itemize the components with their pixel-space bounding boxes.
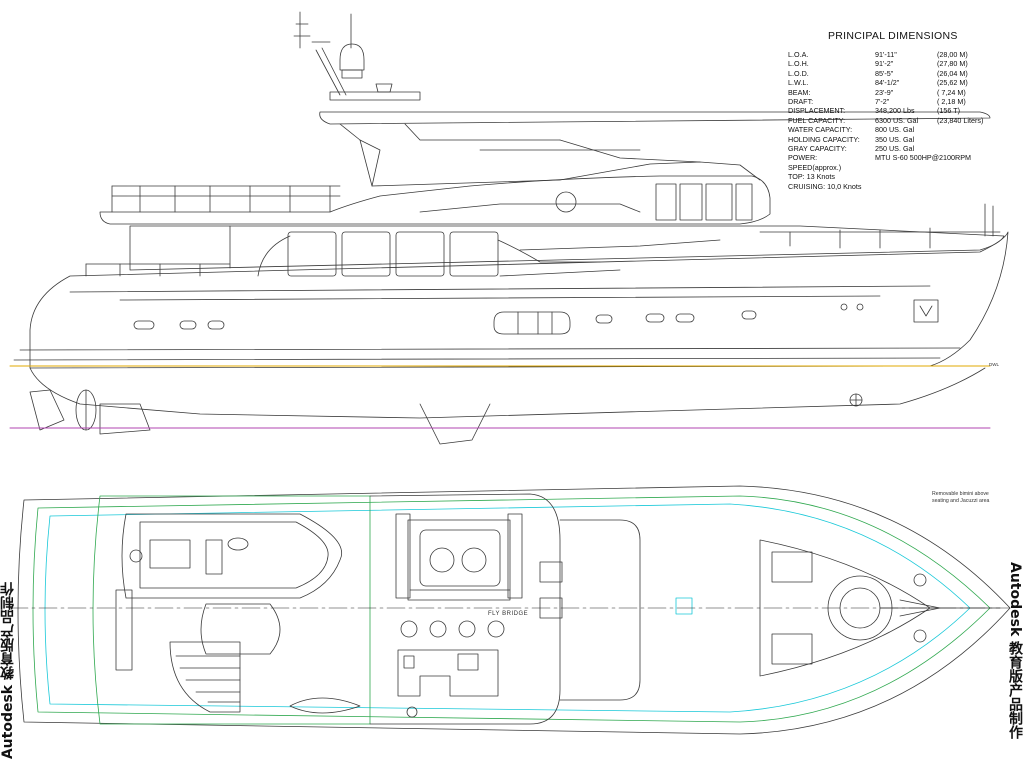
dimensions-table: L.O.A. 91'-11" (28,00 M) L.O.H. 91'-2" (27,80… bbox=[788, 50, 997, 191]
dimension-label: DRAFT: bbox=[788, 97, 814, 107]
plan-view bbox=[17, 485, 1011, 735]
dimension-metric bbox=[937, 135, 997, 144]
dimension-row: L.O.H. 91'-2" (27,80 M) bbox=[788, 59, 997, 68]
dimension-label: DISPLACEMENT: bbox=[788, 106, 846, 116]
dimension-label: HOLDING CAPACITY: bbox=[788, 134, 860, 144]
dimension-label: BEAM: bbox=[788, 87, 811, 97]
dimension-imperial: 348,200 Lbs bbox=[875, 106, 915, 116]
tender bbox=[121, 513, 342, 599]
fly-bridge-label: FLY BRIDGE bbox=[488, 611, 529, 617]
dimension-row: L.W.L. 84'-1/2" (25,62 M) bbox=[788, 78, 997, 87]
dimension-row: GRAY CAPACITY: 250 US. Gal bbox=[788, 144, 997, 153]
dimension-imperial: 250 US. Gal bbox=[875, 144, 915, 154]
profile-view bbox=[13, 11, 1009, 445]
dimension-metric: (23,840 Liters) bbox=[937, 115, 984, 125]
hull bbox=[29, 231, 1009, 369]
dimension-label: POWER: bbox=[788, 153, 818, 163]
dimension-imperial: 350 US. Gal bbox=[875, 134, 915, 144]
window bbox=[449, 231, 499, 277]
dimension-imperial: 23'-9" bbox=[875, 87, 894, 97]
dimension-row: DISPLACEMENT: 348,200 Lbs (156 T) bbox=[788, 106, 997, 115]
watermark-left: Autodesk 教育版产品制作 bbox=[0, 582, 16, 759]
dimension-row: L.O.D. 85'-5" (26,04 M) bbox=[788, 69, 997, 78]
dimension-metric bbox=[937, 153, 997, 162]
hardtop bbox=[319, 111, 991, 125]
dimension-cruising: CRUISING: 10,0 Knots bbox=[788, 181, 862, 191]
dimension-imperial: 84'-1/2" bbox=[875, 78, 900, 88]
dimension-label: L.W.L. bbox=[788, 78, 809, 88]
dimension-label: GRAY CAPACITY: bbox=[788, 144, 847, 154]
dimension-row: L.O.A. 91'-11" (28,00 M) bbox=[788, 50, 997, 59]
watermark-right: Autodesk 教育版产品制作 bbox=[1007, 562, 1023, 740]
dimension-imperial: 7'-2" bbox=[875, 97, 890, 107]
window bbox=[341, 231, 391, 277]
removable-bimini-note: Removable bimini above seating and Jacuz… bbox=[932, 491, 990, 504]
dimensions-title: PRINCIPAL DIMENSIONS bbox=[828, 30, 958, 42]
dimension-row: DRAFT: 7'-2" ( 2,18 M) bbox=[788, 97, 997, 106]
dimension-imperial: 91'-2" bbox=[875, 59, 894, 69]
dimension-metric: (28,00 M) bbox=[937, 50, 968, 59]
dimension-row: POWER: MTU S-60 500HP@2100RPM bbox=[788, 153, 997, 162]
dimension-speed-label: SPEED(approx.) bbox=[788, 162, 842, 172]
dimension-row: WATER CAPACITY: 800 US. Gal bbox=[788, 125, 997, 134]
dimension-metric: ( 7,24 M) bbox=[937, 87, 966, 97]
dimension-metric: (26,04 M) bbox=[937, 68, 968, 78]
dimension-metric bbox=[937, 125, 997, 134]
underwater-hull bbox=[29, 367, 986, 419]
bridge-deck bbox=[99, 175, 771, 225]
dimension-metric: (27,80 M) bbox=[937, 59, 968, 69]
dimension-row: BEAM: 23'-9" ( 7,24 M) bbox=[788, 88, 997, 97]
dimension-metric: ( 2,18 M) bbox=[937, 97, 966, 107]
dimension-imperial: 85'-5" bbox=[875, 68, 894, 78]
dimension-imperial: 800 US. Gal bbox=[875, 125, 915, 135]
portholes bbox=[133, 303, 864, 335]
dimension-row: FUEL CAPACITY: 6300 US. Gal (23,840 Liters… bbox=[788, 116, 997, 125]
propeller bbox=[29, 389, 151, 435]
dimension-metric bbox=[937, 144, 997, 153]
upper-deck-rail bbox=[111, 185, 341, 213]
window bbox=[395, 231, 445, 277]
dimension-label: FUEL CAPACITY: bbox=[788, 115, 846, 125]
radar-mast bbox=[293, 11, 421, 101]
dimension-label: L.O.A. bbox=[788, 50, 809, 59]
window bbox=[287, 231, 337, 277]
dimension-row: HOLDING CAPACITY: 350 US. Gal bbox=[788, 135, 997, 144]
dimension-imperial: 91'-11" bbox=[875, 50, 897, 59]
dimension-label: WATER CAPACITY: bbox=[788, 125, 853, 135]
dimension-label: L.O.D. bbox=[788, 68, 809, 78]
dimension-metric: (25,62 M) bbox=[937, 78, 968, 88]
flybridge-seating bbox=[395, 513, 523, 718]
plan-hull-outline bbox=[17, 485, 1011, 735]
dwl-label: DWL bbox=[989, 362, 999, 367]
dimension-top: TOP: 13 Knots bbox=[788, 172, 836, 182]
dimension-imperial: 6300 US. Gal bbox=[875, 115, 919, 125]
dimension-imperial: MTU S-60 500HP@2100RPM bbox=[875, 153, 971, 163]
dimension-metric: (156 T) bbox=[937, 106, 961, 116]
dimension-label: L.O.H. bbox=[788, 59, 809, 69]
